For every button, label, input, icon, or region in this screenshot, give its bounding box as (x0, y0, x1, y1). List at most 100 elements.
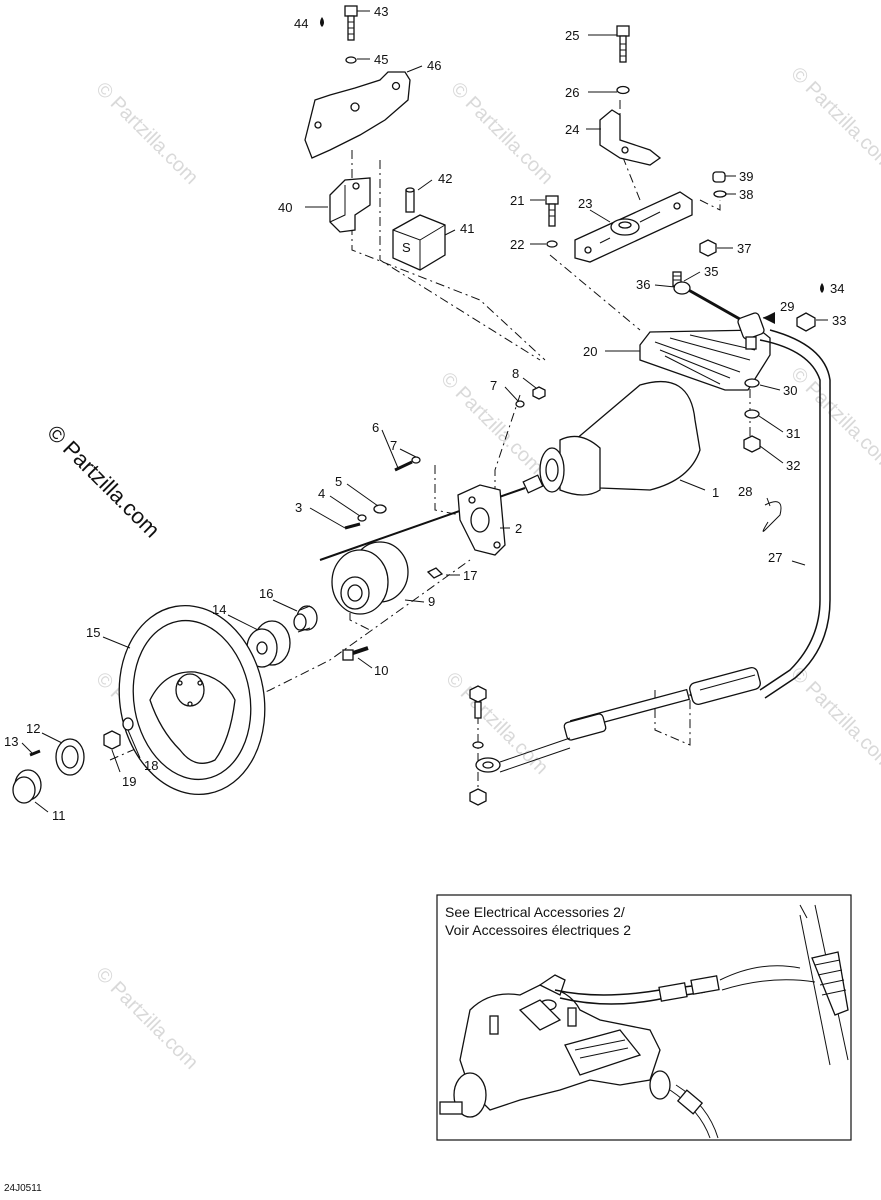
callout-30: 30 (783, 383, 797, 398)
callout-23: 23 (578, 196, 592, 211)
callout-40: 40 (278, 200, 292, 215)
callout-20: 20 (583, 344, 597, 359)
cap-39 (712, 171, 726, 183)
cap-11 (12, 769, 42, 804)
bolt-cable-end (469, 685, 487, 719)
callout-41: 41 (460, 221, 474, 236)
steering-gear-1 (522, 380, 701, 496)
spacer-30 (744, 378, 760, 388)
screw-6 (394, 460, 413, 472)
lockwasher-7 (411, 456, 421, 464)
callout-37: 37 (737, 241, 751, 256)
key-17 (426, 567, 444, 579)
callout-19: 19 (122, 774, 136, 789)
watermark: © Partzilla.com (786, 663, 881, 774)
callout-33: 33 (832, 313, 846, 328)
watermark: © Partzilla.com (91, 963, 202, 1074)
block-stamp: S (402, 240, 411, 255)
callout-28: 28 (738, 484, 752, 499)
callout-32: 32 (786, 458, 800, 473)
callout-1: 1 (712, 485, 719, 500)
nut-32 (743, 435, 761, 453)
callout-44: 44 (294, 16, 308, 31)
block-41: S (392, 214, 446, 271)
callout-25: 25 (565, 28, 579, 43)
bolt-10 (342, 646, 369, 661)
watermark: © Partzilla.com (446, 78, 557, 189)
inset-note-line-1: See Electrical Accessories 2/ (445, 904, 625, 920)
inset-illustration (439, 904, 849, 1139)
callout-7: 7 (490, 378, 497, 393)
screw-13 (29, 749, 41, 757)
callout-4: 4 (318, 486, 325, 501)
nut-33 (796, 312, 816, 332)
gear-16 (293, 605, 318, 633)
callout-26: 26 (565, 85, 579, 100)
steering-wheel-15 (118, 604, 266, 796)
inset-frame (436, 894, 852, 1141)
bracket-40 (329, 177, 371, 233)
adhesive-drop-icon (320, 17, 324, 27)
callout-27: 27 (768, 550, 782, 565)
callout-6: 6 (372, 420, 379, 435)
callout-39: 39 (739, 169, 753, 184)
inset-note-line-2: Voir Accessoires électriques 2 (445, 922, 631, 938)
pin-42 (405, 187, 415, 213)
adhesive-drop-icon (820, 283, 824, 293)
lockwasher-7b (515, 400, 525, 408)
callout-8: 8 (512, 366, 519, 381)
washer-18 (122, 717, 134, 731)
callout-43: 43 (374, 4, 388, 19)
flange-2 (457, 484, 506, 556)
callout-21: 21 (510, 193, 524, 208)
callout-18: 18 (144, 758, 158, 773)
callout-12: 12 (26, 721, 40, 736)
callout-9: 9 (428, 594, 435, 609)
callout-3: 3 (295, 500, 302, 515)
cable-27 (475, 329, 831, 773)
bolt-43 (344, 5, 358, 41)
nut-37 (699, 239, 717, 257)
callout-35: 35 (704, 264, 718, 279)
arrow-icon (763, 312, 775, 324)
washer-26 (616, 85, 630, 95)
washer-5 (373, 504, 387, 514)
bracket-24 (599, 109, 662, 166)
plate-23 (574, 191, 693, 263)
ball-joint-29 (737, 312, 765, 350)
bracket-46 (304, 71, 411, 159)
watermark: © Partzilla.com (786, 363, 881, 474)
callout-34: 34 (830, 281, 844, 296)
callout-labels: 1 2 3 4 5 6 7 7 8 9 10 11 12 13 14 15 16… (4, 4, 846, 823)
lockwasher-4 (357, 514, 367, 522)
washer-31 (744, 409, 760, 419)
bolt-25 (616, 25, 630, 63)
callout-46: 46 (427, 58, 441, 73)
bracket-20 (639, 329, 771, 391)
callout-15: 15 (86, 625, 100, 640)
assembly-lines (109, 100, 751, 800)
watermark: © Partzilla.com (91, 78, 202, 189)
callout-13: 13 (4, 734, 18, 749)
callout-7: 7 (390, 438, 397, 453)
watermark: © Partzilla.com (786, 63, 881, 174)
nut-8 (532, 386, 546, 400)
washer-cable-end (472, 741, 484, 749)
pulley-9 (331, 541, 409, 615)
callout-31: 31 (786, 426, 800, 441)
nut-cable-end (469, 788, 487, 806)
callout-11: 11 (52, 808, 66, 823)
inset-note: See Electrical Accessories 2/ Voir Acces… (445, 903, 631, 939)
callout-16: 16 (259, 586, 273, 601)
callout-2: 2 (515, 521, 522, 536)
leader-lines (21, 10, 828, 813)
bolt-21 (545, 195, 559, 227)
callout-22: 22 (510, 237, 524, 252)
callout-42: 42 (438, 171, 452, 186)
callout-14: 14 (212, 602, 226, 617)
callout-10: 10 (374, 663, 388, 678)
callout-24: 24 (565, 122, 579, 137)
nut-19 (103, 730, 121, 750)
